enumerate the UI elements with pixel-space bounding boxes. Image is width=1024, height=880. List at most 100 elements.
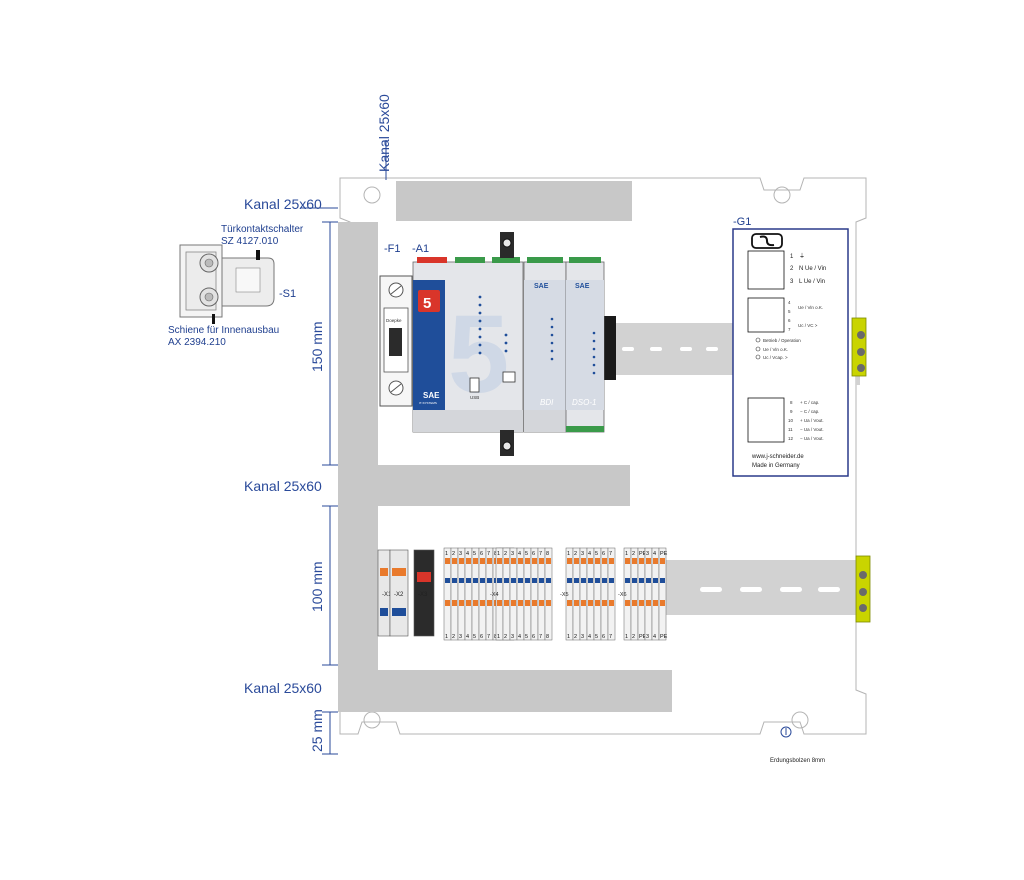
dso-sae-tag: SAE <box>575 283 590 290</box>
terminal-x3-num-bottom-6: 6 <box>480 634 483 640</box>
dimension-25mm: 25 mm <box>309 709 325 752</box>
terminal-x4-num-bottom-5: 5 <box>525 634 528 640</box>
terminal-x4-num-top-4: 4 <box>518 551 521 557</box>
terminal-x6-bottom-clamp-2 <box>632 600 637 606</box>
terminal-x4-top-clamp-7 <box>539 558 544 564</box>
terminal-x6-bridge-1 <box>625 578 630 583</box>
terminal-x6-num-top-4: 3 <box>646 551 649 557</box>
terminal-x3-num-bottom-4: 4 <box>466 634 469 640</box>
terminal-x3-num-top-3: 3 <box>459 551 462 557</box>
g1-led-operation: Betrieb / Operation <box>763 338 801 343</box>
terminal-x5-bridge-2 <box>574 578 579 583</box>
terminal-x6-top-clamp-5 <box>653 558 658 564</box>
door-switch-code: SZ 4127.010 <box>221 236 279 247</box>
terminal-x3-bottom-clamp-3 <box>459 600 464 606</box>
terminal-x5-num-bottom-2: 2 <box>574 634 577 640</box>
terminal-x5-bridge-6 <box>602 578 607 583</box>
g1-led-labels: Betrieb / Operation Ue / Vin o.K. Uc / V… <box>763 338 801 360</box>
ground-bolt-label: Erdungsbolzen 8mm <box>770 758 825 764</box>
bdi-label: BDI <box>540 398 554 407</box>
controller-a1: 5 5 SAE IT-SYSTEMS USB <box>412 257 524 433</box>
bdi-sae-tag: SAE <box>534 283 549 290</box>
terminal-group-label-3: -X3 <box>418 592 428 598</box>
terminal-x5-num-bottom-1: 1 <box>567 634 570 640</box>
terminal-x4-num-bottom-4: 4 <box>518 634 521 640</box>
terminal-x3-num-top-5: 5 <box>473 551 476 557</box>
terminal-x6-slot-6 <box>658 547 667 641</box>
terminal-x6-bottom-clamp-1 <box>625 600 630 606</box>
terminal-x5-num-top-7: 7 <box>609 551 612 557</box>
terminal-x5-top-clamp-6 <box>602 558 607 564</box>
terminal-x4-bottom-clamp-1 <box>497 600 502 606</box>
terminal-x3-num-top-4: 4 <box>466 551 469 557</box>
terminal-x4-bottom-clamp-7 <box>539 600 544 606</box>
terminal-x6-bridge-5 <box>653 578 658 583</box>
door-switch-ref: -S1 <box>279 288 296 300</box>
terminal-group-label-2: -X2 <box>394 592 404 598</box>
terminal-x5-bottom-clamp-6 <box>602 600 607 606</box>
channel-top <box>396 181 632 221</box>
terminal-x3-bridge-7 <box>487 578 492 583</box>
terminal-x5-bridge-5 <box>595 578 600 583</box>
terminal-x5-num-top-6: 6 <box>602 551 605 557</box>
terminal-x6-num-top-3: PE <box>639 551 647 557</box>
terminal-x4-bottom-clamp-2 <box>504 600 509 606</box>
terminal-x4-bottom-clamp-4 <box>518 600 523 606</box>
terminal-x6-bridge-6 <box>660 578 665 583</box>
terminal-x3-num-bottom-1: 1 <box>445 634 448 640</box>
terminal-x4-num-top-8: 8 <box>546 551 549 557</box>
terminal-x3-num-top-7: 7 <box>487 551 490 557</box>
label-f1: -F1 <box>384 243 401 255</box>
terminal-x3-bottom-clamp-1 <box>445 600 450 606</box>
terminal-x3-bottom-clamp-7 <box>487 600 492 606</box>
terminal-x5-top-clamp-1 <box>567 558 572 564</box>
terminal-x4-num-bottom-3: 3 <box>511 634 514 640</box>
terminal-x3-top-clamp-7 <box>487 558 492 564</box>
terminal-x6-num-bottom-2: 2 <box>632 634 635 640</box>
g1-pins-mid: 4 Ue / Vin o.K. 5 6 7 Uc / VC > <box>788 300 823 332</box>
terminal-x3-top-clamp-6 <box>480 558 485 564</box>
terminal-x5-num-bottom-5: 5 <box>595 634 598 640</box>
terminal-x3-bridge-2 <box>452 578 457 583</box>
g1-pin-4-text: Ue / Vin o.K. <box>798 305 823 310</box>
terminal-group-3 <box>413 549 435 637</box>
dso-label: DSO-1 <box>572 398 596 407</box>
terminal-x3-num-top-1: 1 <box>445 551 448 557</box>
g1-pin-10-text: + Ua / Vout. <box>800 418 824 423</box>
terminal-x3-bottom-clamp-2 <box>452 600 457 606</box>
g1-pin-3-text: L Ue / Vin <box>799 279 825 285</box>
terminal-x6-top-clamp-2 <box>632 558 637 564</box>
g1-pin-11-text: − Ua / Vout. <box>800 427 824 432</box>
terminal-x4-top-clamp-4 <box>518 558 523 564</box>
g1-pin-7-num: 7 <box>788 327 791 332</box>
terminal-x5-bottom-clamp-4 <box>588 600 593 606</box>
terminal-x6-top-clamp-1 <box>625 558 630 564</box>
terminal-x3-bottom-clamp-5 <box>473 600 478 606</box>
terminal-x5-top-clamp-2 <box>574 558 579 564</box>
g1-pin-5-num: 5 <box>788 309 791 314</box>
terminal-x6-num-top-2: 2 <box>632 551 635 557</box>
g1-pin-1-text: ⏚ <box>799 253 805 260</box>
g1-pin-6-num: 6 <box>788 318 791 323</box>
terminal-x3-num-top-6: 6 <box>480 551 483 557</box>
terminal-x5-bottom-clamp-2 <box>574 600 579 606</box>
terminal-x4-bridge-5 <box>525 578 530 583</box>
terminal-x3-bridge-4 <box>466 578 471 583</box>
terminal-x4-bridge-2 <box>504 578 509 583</box>
g1-led-vin-ok: Ue / Vin o.K. <box>763 347 788 352</box>
terminal-x6-top-clamp-6 <box>660 558 665 564</box>
terminal-x4-num-bottom-8: 8 <box>546 634 549 640</box>
terminal-x6-num-top-1: 1 <box>625 551 628 557</box>
terminal-x3-num-bottom-5: 5 <box>473 634 476 640</box>
terminal-strip-label-5: -X5 <box>560 592 569 598</box>
g1-pins-bottom: 8 + C / cap. 9 − C / cap. 10 + Ua / Vout… <box>788 400 824 441</box>
cable-channels <box>338 181 672 712</box>
terminal-x4-num-top-2: 2 <box>504 551 507 557</box>
terminal-orange-1 <box>380 568 388 576</box>
controller-giant-5: 5 <box>448 293 509 416</box>
g1-pin-2-num: 2 <box>790 266 794 272</box>
terminal-x4-top-clamp-6 <box>532 558 537 564</box>
label-g1: -G1 <box>733 216 751 228</box>
terminal-x5-bottom-clamp-1 <box>567 600 572 606</box>
g1-pin-1-num: 1 <box>790 254 794 260</box>
